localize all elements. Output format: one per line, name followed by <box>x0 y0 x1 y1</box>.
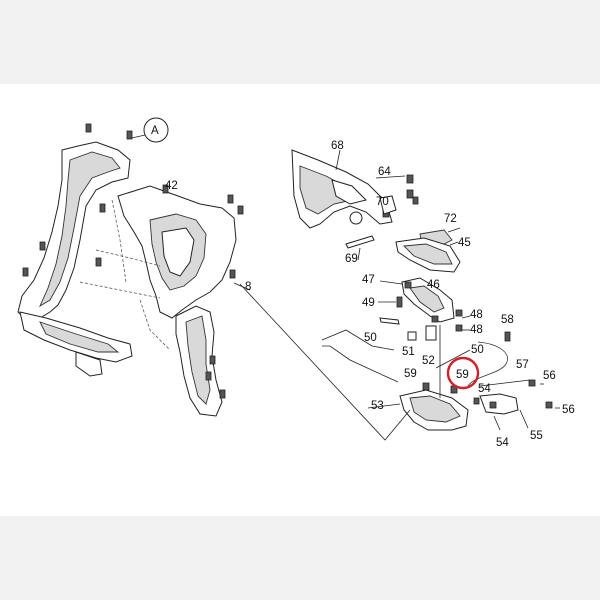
callout-56-upper: 56 <box>543 370 556 382</box>
callout-55: 55 <box>530 430 543 442</box>
callout-57: 57 <box>516 359 529 371</box>
callout-70: 70 <box>376 196 389 208</box>
callout-labels: A 68 64 42 70 72 45 69 8 47 46 49 48 48 … <box>151 125 575 449</box>
callout-51: 51 <box>402 346 415 358</box>
callout-47: 47 <box>362 274 375 286</box>
callout-69: 69 <box>345 253 358 265</box>
callout-48-upper: 48 <box>470 309 483 321</box>
callout-45: 45 <box>458 237 471 249</box>
callout-48-lower: 48 <box>470 324 483 336</box>
callout-53: 53 <box>371 400 384 412</box>
inner-panel-assembly <box>233 149 560 441</box>
callout-68: 68 <box>331 140 344 152</box>
callout-8: 8 <box>245 281 251 293</box>
front-cover-assembly <box>17 117 244 417</box>
callout-50-right: 50 <box>471 344 484 356</box>
callout-56-lower: 56 <box>562 404 575 416</box>
callout-64: 64 <box>378 166 391 178</box>
callout-49: 49 <box>362 297 375 309</box>
callout-58: 58 <box>501 314 514 326</box>
callout-54-upper: 54 <box>478 383 491 395</box>
callout-50-left: 50 <box>364 332 377 344</box>
callout-A: A <box>151 125 159 137</box>
callout-52: 52 <box>422 355 435 367</box>
callout-54-lower: 54 <box>496 437 509 449</box>
highlight-circle <box>446 356 480 390</box>
callout-42: 42 <box>165 180 178 192</box>
callout-59-left: 59 <box>404 368 417 380</box>
callout-46: 46 <box>427 279 440 291</box>
callout-72: 72 <box>444 213 457 225</box>
callout-59-highlighted: 59 <box>456 369 469 381</box>
